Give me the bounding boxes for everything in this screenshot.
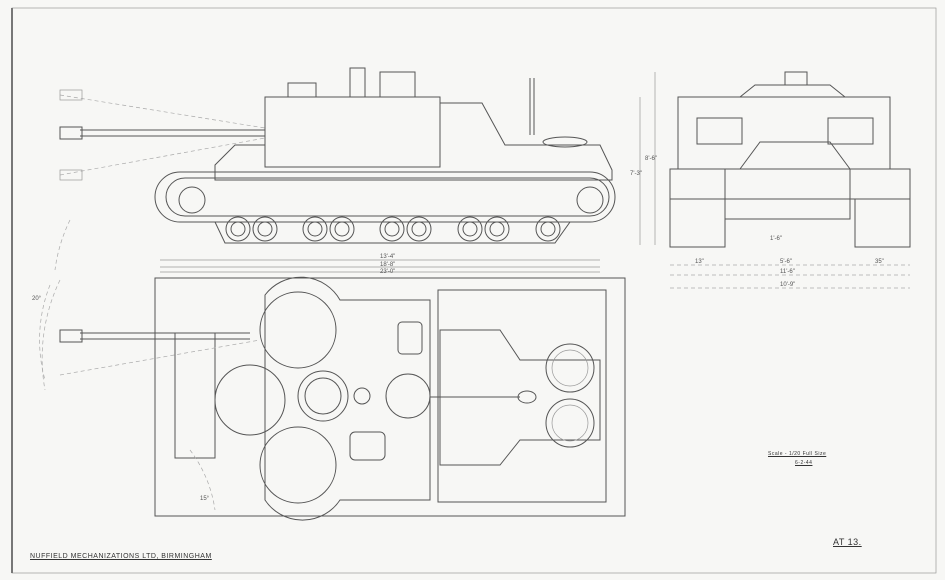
company-name: NUFFIELD MECHANIZATIONS LTD, BIRMINGHAM <box>30 553 212 560</box>
dim-angle-top: 20° <box>32 296 42 302</box>
road-wheel <box>406 216 432 242</box>
drawing-date: 6-2-44 <box>795 460 813 466</box>
front-view: 13" 5'-6" 35" 11'-6" 10'-9" 1'-6" <box>669 71 911 289</box>
road-wheel <box>225 216 251 242</box>
road-wheel <box>334 221 350 237</box>
dim-front-track-right: 35" <box>875 259 884 265</box>
dim-side-a: 13'-4" <box>380 254 395 260</box>
dim-front-track-left: 13" <box>695 259 704 265</box>
dim-front-overall: 10'-9" <box>780 282 795 288</box>
road-wheel <box>484 216 510 242</box>
road-wheel <box>457 216 483 242</box>
scale-note: Scale - 1/20 Full Size <box>768 451 827 457</box>
plan-view: 20° 15° <box>32 276 626 521</box>
road-wheel <box>489 221 505 237</box>
dim-side-b: 18'-8" <box>380 262 395 268</box>
dim-front-inner: 11'-6" <box>780 269 795 275</box>
road-wheel <box>535 216 561 242</box>
road-wheel <box>329 216 355 242</box>
dim-front-clearance: 1'-6" <box>770 236 782 242</box>
dim-side-c: 23'-0" <box>380 269 395 275</box>
road-wheel <box>462 221 478 237</box>
dim-angle-bottom: 15° <box>200 496 210 502</box>
road-wheel <box>411 221 427 237</box>
road-wheel <box>540 221 556 237</box>
side-view: 13'-4" 18'-8" 23'-0" 7'-3" 8'-6" <box>41 67 657 391</box>
road-wheel <box>307 221 323 237</box>
road-wheel <box>252 216 278 242</box>
dim-height-b: 8'-6" <box>645 156 657 162</box>
road-wheel <box>257 221 273 237</box>
road-wheel <box>379 216 405 242</box>
dim-height-a: 7'-3" <box>630 171 642 177</box>
road-wheel <box>302 216 328 242</box>
road-wheel <box>230 221 246 237</box>
drawing-number: AT 13. <box>833 537 862 547</box>
road-wheel <box>384 221 400 237</box>
dim-front-center: 5'-6" <box>780 259 792 265</box>
